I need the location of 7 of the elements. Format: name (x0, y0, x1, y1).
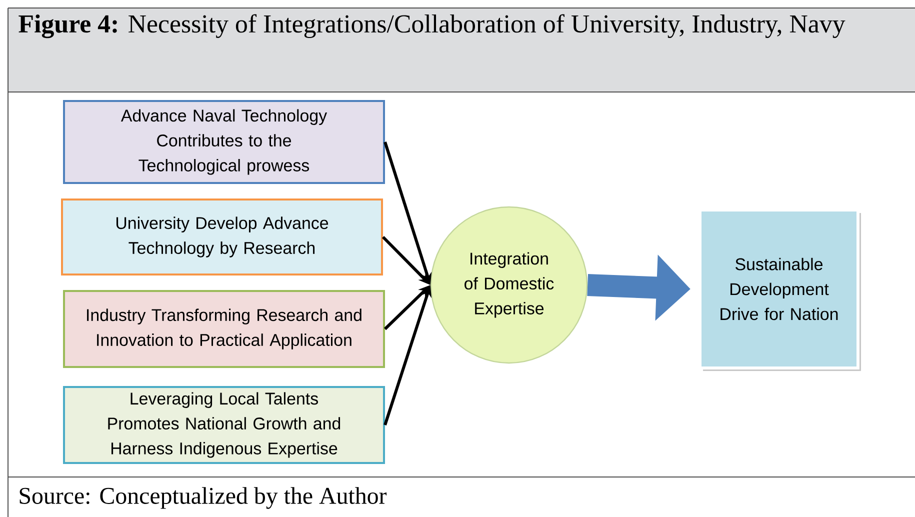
outcome-box: Sustainable Development Drive for Nation (698, 208, 861, 371)
source-note: Source: Conceptualized by the Author (20, 487, 387, 509)
text-box: Leveraging Local Talents Promotes National Growth and Harness Indigenous Expertise (63, 386, 385, 464)
text-box: Industry Transforming Research and Innovation to Practical Application (63, 290, 385, 368)
figure-title: Figure 4: Necessity of Integrations/Collaboration of University, Industry, Navy (18, 14, 846, 38)
text-box: Advance Naval Technology Contributes to the Technological prowess (63, 100, 385, 184)
text-box: University Develop Advance Technology by Research (61, 198, 383, 276)
